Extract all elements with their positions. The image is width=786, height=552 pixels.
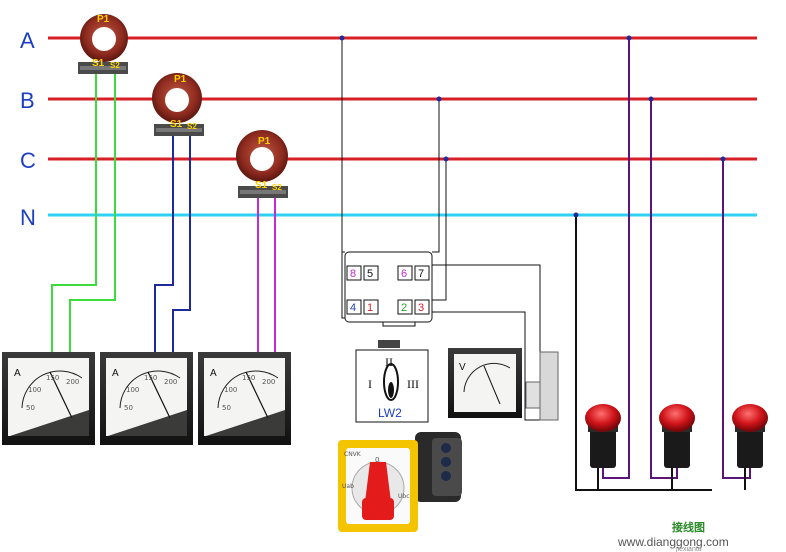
wire-ct2-s1 — [154, 133, 174, 355]
terminal-8: 8 — [350, 268, 356, 280]
ct-s1-label: S1 — [170, 119, 183, 130]
junction-dots — [339, 35, 726, 218]
terminal-4: 4 — [350, 302, 356, 314]
meter-tick: 50 — [222, 404, 231, 412]
ct-s1-label: S1 — [255, 180, 268, 191]
switch-label: LW2 — [378, 406, 402, 420]
meter-tick: 150 — [242, 374, 255, 382]
ammeter-1: A 50 100 150 200 — [2, 352, 95, 445]
meter-tick: 200 — [164, 378, 177, 386]
watermark-logo: 接线图 — [672, 520, 705, 534]
wire-lamp-3 — [722, 159, 751, 479]
indicator-lamp-3 — [732, 404, 768, 468]
ct-s2-label: S2 — [187, 122, 197, 131]
wire-lamp-1 — [602, 38, 630, 479]
watermark-sub: jiexiantu — [675, 546, 702, 552]
ct-p1-label: P1 — [258, 136, 271, 147]
phase-label-n: N — [20, 205, 36, 230]
meter-symbol: A — [112, 368, 119, 379]
meter-tick: 100 — [126, 386, 139, 394]
lamp-wires — [575, 38, 751, 491]
current-transformer-2: P1 S1 S2 — [152, 73, 204, 136]
meter-tick: 50 — [124, 404, 133, 412]
terminal-2: 2 — [401, 302, 407, 314]
terminal-6: 6 — [401, 268, 407, 280]
phase-label-c: C — [20, 148, 36, 173]
meter-tick: 200 — [66, 378, 79, 386]
wire-lamp-2 — [650, 99, 678, 479]
meter-tick: 150 — [144, 374, 157, 382]
meter-face — [454, 354, 516, 412]
wire-lamp-neutral — [575, 215, 712, 491]
ammeter-2: A 50 100 150 200 — [100, 352, 193, 445]
ct-p1-label: P1 — [174, 74, 187, 85]
indicator-lamp-1 — [585, 404, 621, 468]
ct-p1-label: P1 — [97, 14, 110, 25]
phase-label-b: B — [20, 88, 35, 113]
meter-tick: 100 — [28, 386, 41, 394]
watermark: 接线图 www.dianggong.com jiexiantu — [617, 520, 729, 552]
watermark-url: www.dianggong.com — [617, 535, 729, 549]
rotary-brand: CNVK — [344, 451, 362, 458]
wire-ct1-s1 — [51, 72, 97, 355]
meter-tick: 200 — [262, 378, 275, 386]
ct-s2-label: S2 — [272, 183, 282, 192]
ammeter-3: A 50 100 150 200 — [198, 352, 291, 445]
ct-s2-label: S2 — [110, 61, 120, 70]
rotary-label-uab: Uab — [342, 483, 354, 490]
current-transformer-1: P1 S1 S2 — [78, 14, 128, 74]
terminal-1: 1 — [367, 302, 373, 314]
ct-s1-label: S1 — [92, 58, 105, 69]
switch-terminal-block: 8 5 6 7 4 1 2 3 — [344, 251, 433, 323]
switch-position-2: II — [385, 355, 393, 369]
rotary-label-0: 0 — [375, 456, 379, 464]
terminal-row-top: 8 5 6 7 — [346, 265, 430, 281]
terminal-5: 5 — [367, 268, 373, 280]
meter-symbol: A — [210, 368, 217, 379]
wire-ct2-s2 — [172, 133, 191, 355]
rotary-label-ubc: Ubc — [398, 493, 410, 500]
current-transformer-3: P1 S1 S2 — [236, 130, 288, 198]
meter-tick: 50 — [26, 404, 35, 412]
meter-symbol: A — [14, 368, 21, 379]
voltmeter: V — [448, 348, 559, 421]
terminal-7: 7 — [418, 268, 424, 280]
lw2-switch-face: I II III LW2 — [355, 340, 429, 423]
phase-label-a: A — [20, 28, 35, 53]
switch-position-1: I — [368, 377, 372, 391]
meter-symbol: V — [459, 362, 466, 373]
terminal-row-bottom: 4 1 2 3 — [346, 299, 430, 315]
wire-ct1-s2 — [69, 72, 116, 355]
indicator-lamp-2 — [659, 404, 695, 468]
switch-position-3: III — [407, 377, 419, 391]
rotary-switch: CNVK 0 Uab Ubc — [338, 432, 462, 532]
meter-tick: 150 — [46, 374, 59, 382]
meter-tick: 100 — [224, 386, 237, 394]
terminal-3: 3 — [418, 302, 424, 314]
ammeter-wires — [51, 72, 276, 355]
